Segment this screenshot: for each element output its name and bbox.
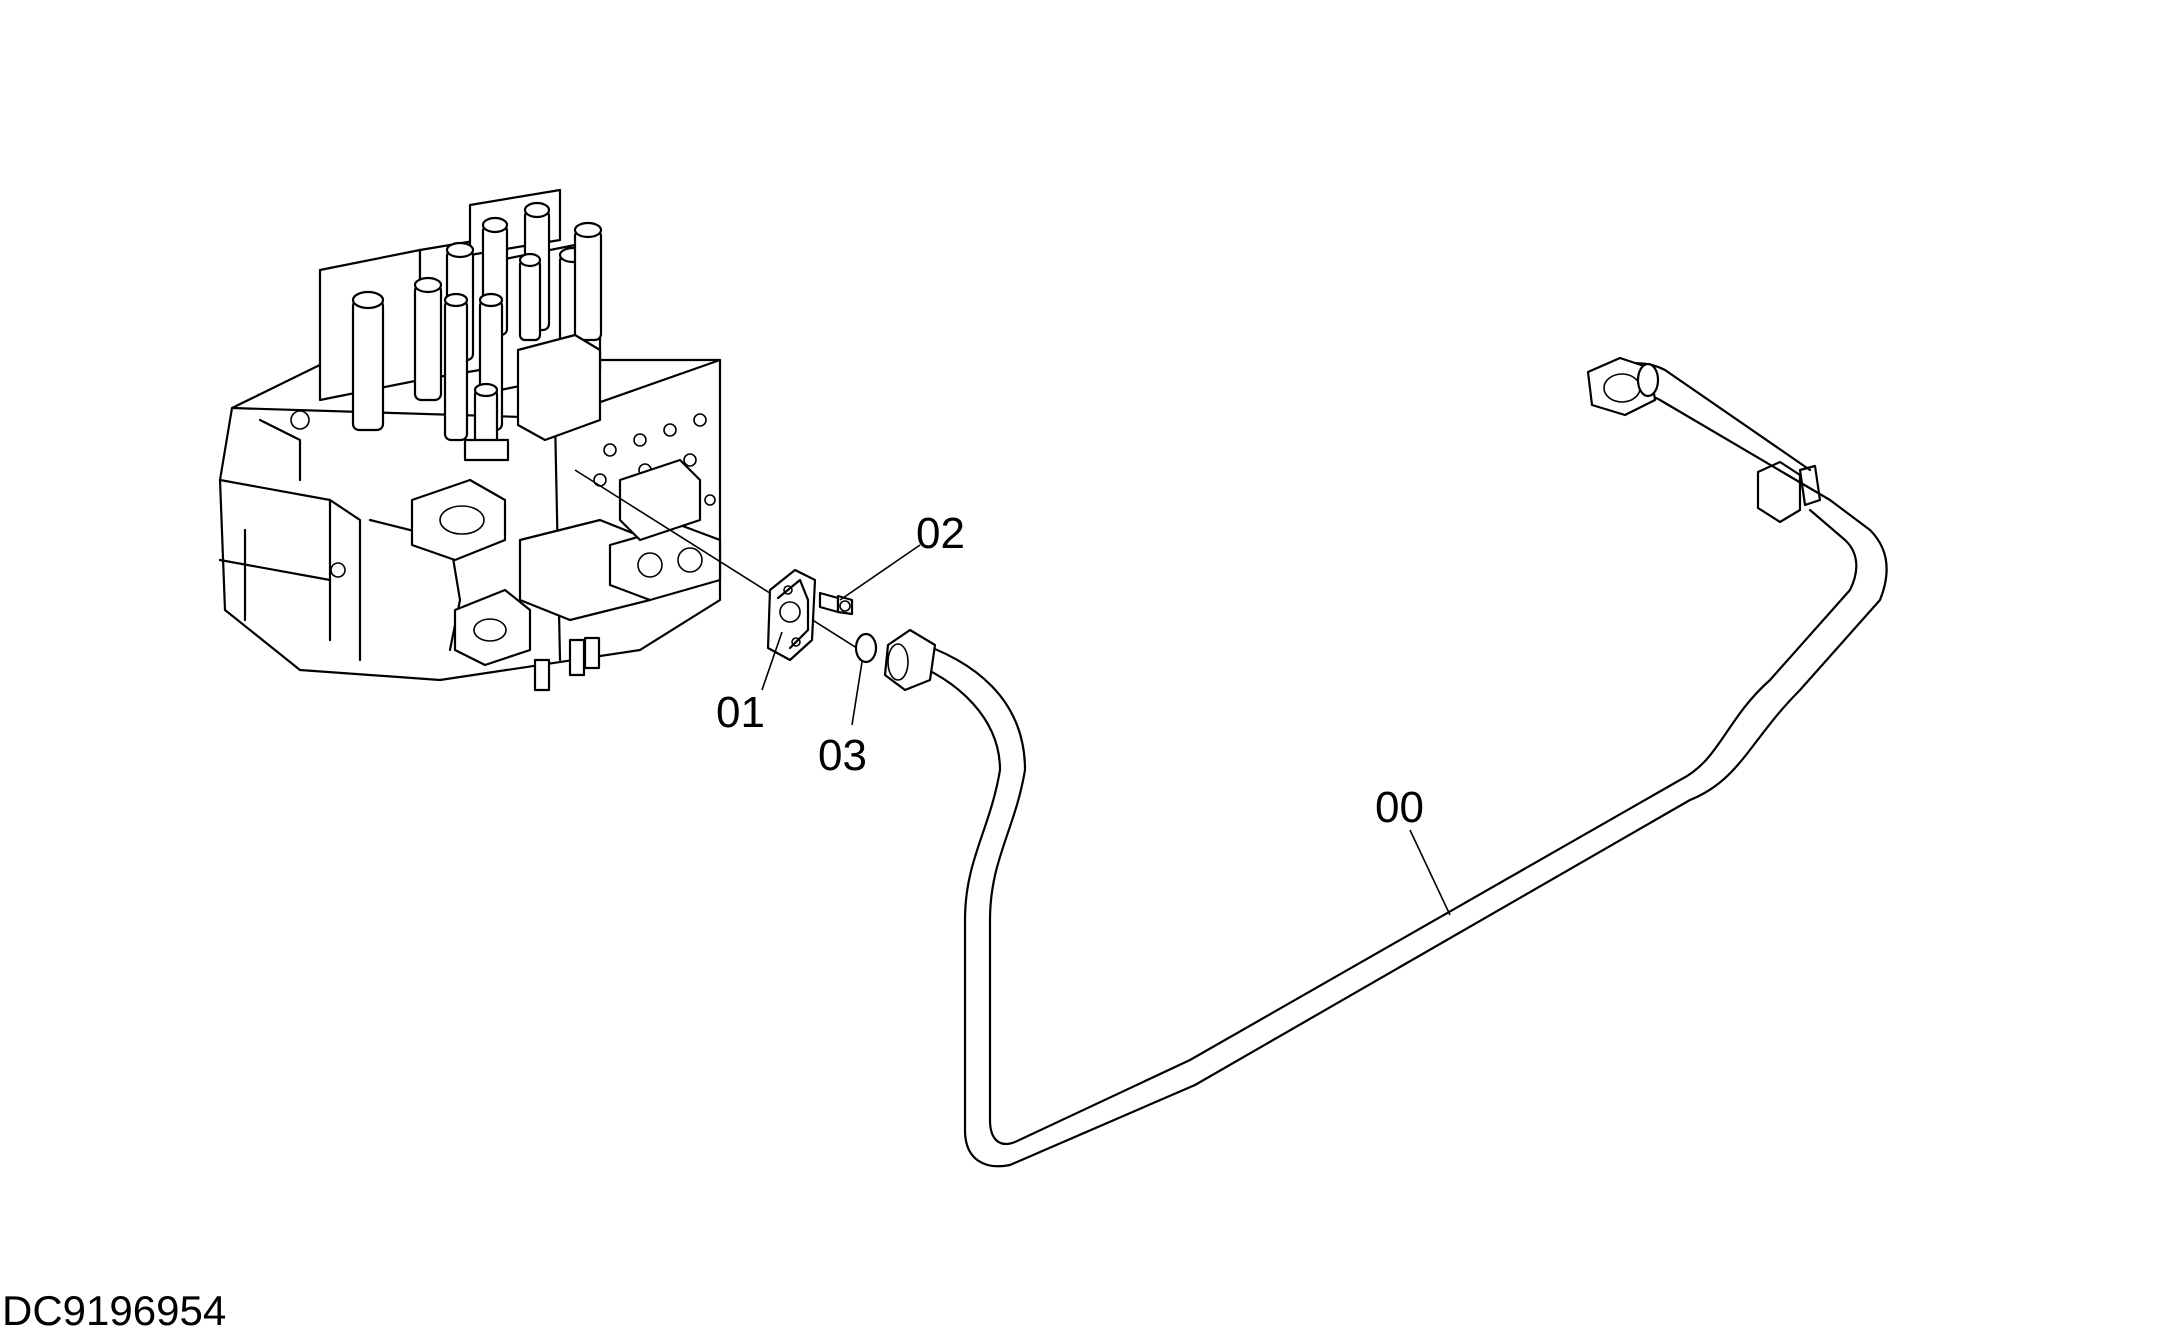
leader-line-00 (1409, 829, 1451, 916)
leader-line-01 (761, 631, 783, 691)
drawing-id-label: DC9196954 (2, 1287, 227, 1334)
spool-caps (318, 188, 603, 462)
leader-line-03 (851, 661, 863, 726)
flange-part (766, 568, 817, 662)
bolt-part (818, 591, 854, 616)
o-ring-part (854, 632, 878, 664)
callout-02: 02 (916, 509, 965, 558)
control-valve-assembly (218, 188, 722, 692)
callout-03: 03 (818, 731, 867, 780)
pipe-assembly (883, 356, 1888, 1168)
leader-line-02 (839, 544, 921, 601)
callout-01: 01 (716, 688, 765, 737)
callout-00: 00 (1375, 783, 1424, 832)
